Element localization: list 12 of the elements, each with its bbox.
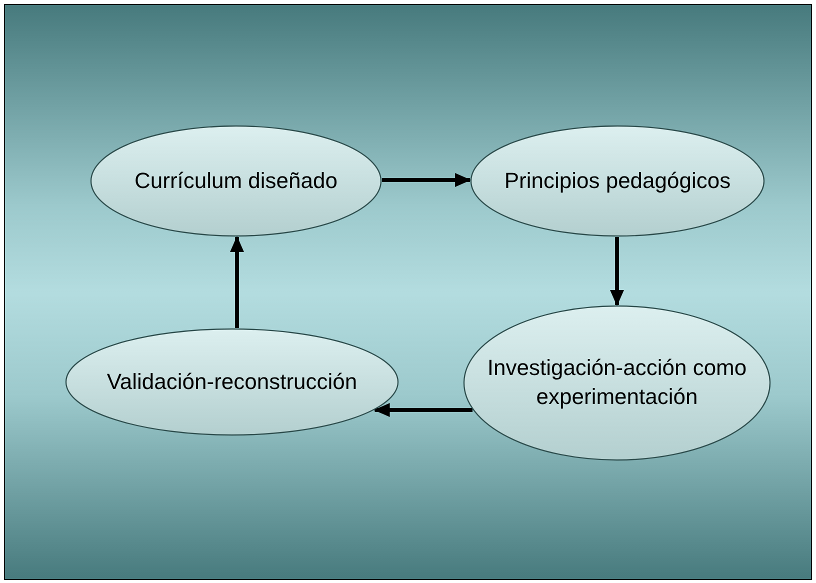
- arrow: [230, 236, 244, 328]
- arrow: [382, 173, 472, 187]
- ellipse-node: [90, 125, 382, 237]
- node-label: Investigación-acción como experimentación: [486, 354, 748, 411]
- ellipse-node: [463, 305, 771, 461]
- node-label: Validación-reconstrucción: [106, 368, 358, 396]
- arrow: [374, 403, 473, 417]
- ellipse-node: [65, 328, 399, 436]
- arrow: [610, 237, 624, 306]
- ellipse-node: [470, 125, 765, 237]
- node-label: Principios pedagógicos: [504, 166, 731, 195]
- node-label: Currículum diseñado: [134, 166, 338, 195]
